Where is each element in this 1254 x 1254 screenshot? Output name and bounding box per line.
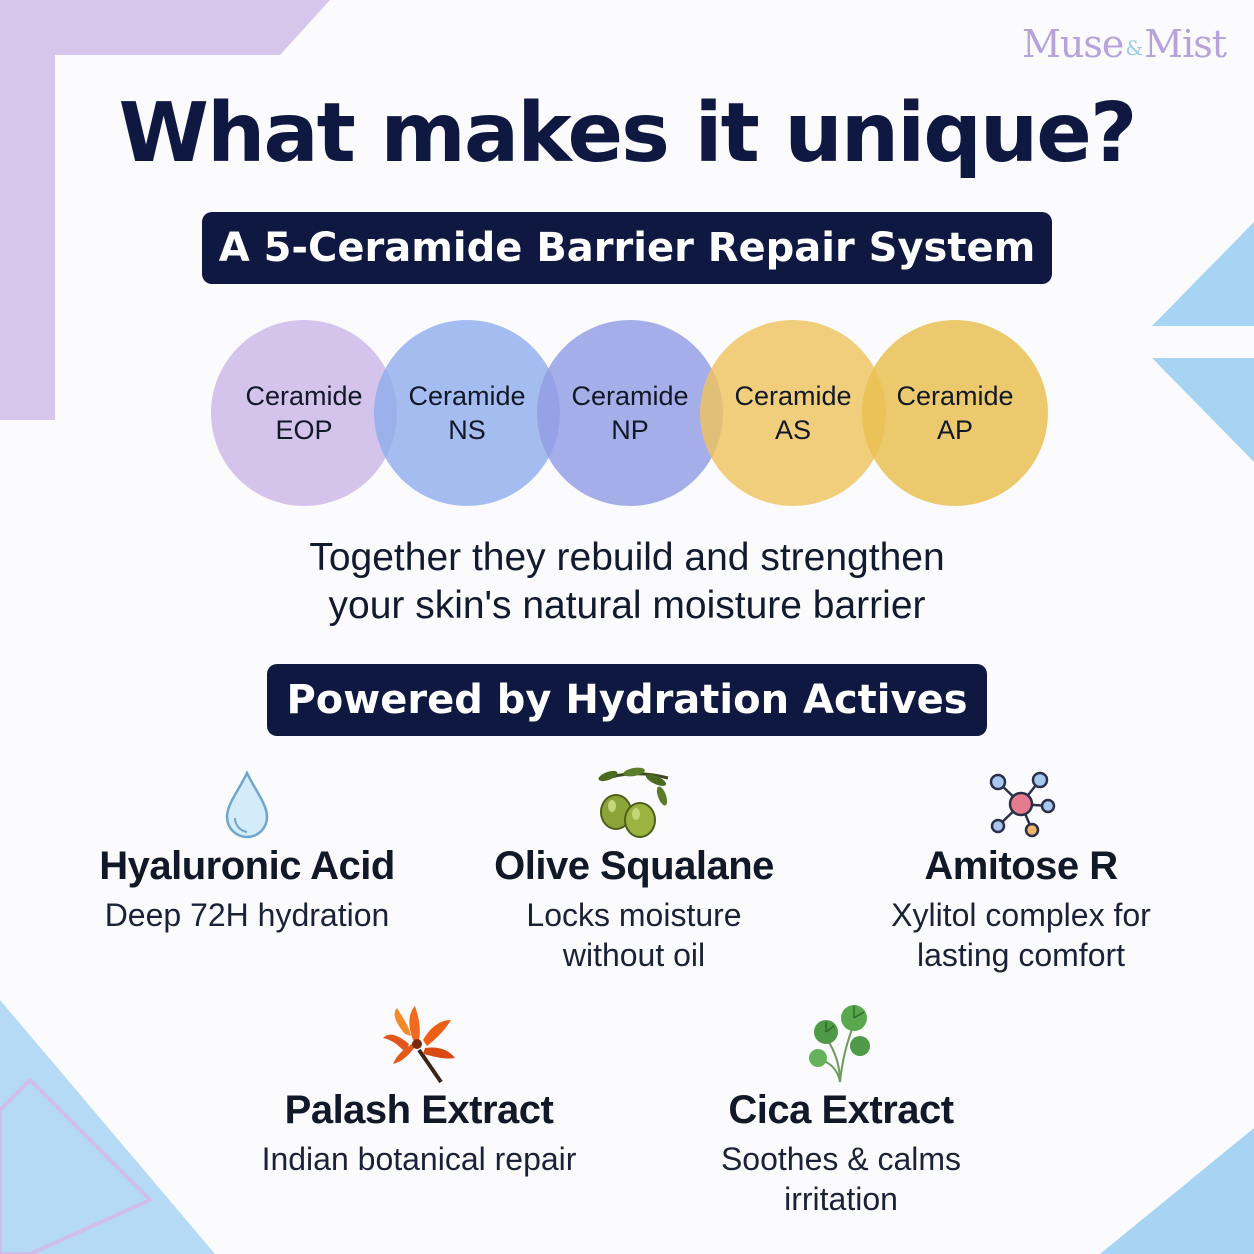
brand-name-part1: Muse	[1021, 22, 1124, 66]
active-name: Cica Extract	[728, 1088, 954, 1132]
ceramide-circle-as: Ceramide AS	[700, 320, 886, 506]
lavender-outline-diamond	[0, 1077, 154, 1254]
page-title: What makes it unique?	[118, 86, 1138, 181]
ceramide-circle-ap: Ceramide AP	[862, 320, 1048, 506]
active-name: Olive Squalane	[494, 844, 774, 888]
active-description: Locks moisture without oil	[526, 897, 742, 973]
active-olive-squalane: Olive Squalane Locks moisture without oi…	[434, 760, 834, 975]
molecule-icon	[989, 771, 1056, 838]
blue-triangle-lower-right	[1100, 1128, 1254, 1254]
blue-triangle-lower-left	[0, 1000, 215, 1254]
brand-ampersand: &	[1125, 35, 1143, 60]
active-name: Palash Extract	[284, 1088, 554, 1132]
active-description: Xylitol complex for lasting comfort	[891, 897, 1151, 973]
ceramide-type: AP	[936, 415, 974, 445]
ceramide-label: Ceramide	[571, 381, 689, 411]
active-hyaluronic-acid: Hyaluronic Acid Deep 72H hydration	[47, 760, 447, 935]
section-title-banner: Powered by Hydration Actives	[267, 664, 987, 736]
active-palash-extract: Palash Extract Indian botanical repair	[219, 1004, 619, 1179]
ceramide-type: AS	[774, 415, 812, 445]
ceramide-label: Ceramide	[734, 381, 852, 411]
ceramide-circle-ns: Ceramide NS	[374, 320, 560, 506]
ceramide-label: Ceramide	[408, 381, 526, 411]
brand-name-part2: Mist	[1144, 22, 1227, 66]
subtitle-banner: A 5-Ceramide Barrier Repair System	[202, 212, 1052, 284]
tagline: Together they rebuild and strengthen you…	[0, 534, 1254, 630]
ceramide-label: Ceramide	[245, 381, 363, 411]
ceramide-circle-eop: Ceramide EOP	[211, 320, 397, 506]
active-description: Deep 72H hydration	[104, 897, 390, 933]
active-description: Soothes & calms irritation	[720, 1141, 962, 1217]
ceramide-type: EOP	[275, 415, 333, 445]
active-name: Amitose R	[924, 844, 1118, 888]
ceramide-label: Ceramide	[896, 381, 1014, 411]
active-description: Indian botanical repair	[261, 1141, 577, 1177]
ceramide-type: NS	[448, 415, 486, 445]
cica-leaf-icon	[809, 1005, 870, 1083]
ceramide-circle-np: Ceramide NP	[537, 320, 723, 506]
brand-logo: Muse&Mist	[1021, 22, 1227, 66]
tagline-line: Together they rebuild and strengthen	[309, 536, 945, 579]
blue-triangle-right	[1152, 358, 1254, 462]
lavender-corner-shape	[0, 0, 330, 420]
ceramide-type: NP	[611, 415, 649, 445]
active-amitose-r: Amitose R Xylitol complex for lasting co…	[821, 760, 1221, 975]
olive-icon	[598, 767, 669, 838]
palash-flower-icon	[383, 1006, 455, 1084]
active-cica-extract: Cica Extract Soothes & calms irritation	[641, 1004, 1041, 1219]
blue-triangle-upper-right	[1152, 222, 1254, 326]
active-name: Hyaluronic Acid	[99, 844, 395, 888]
water-drop-icon	[225, 770, 269, 839]
tagline-line: your skin's natural moisture barrier	[328, 584, 926, 627]
